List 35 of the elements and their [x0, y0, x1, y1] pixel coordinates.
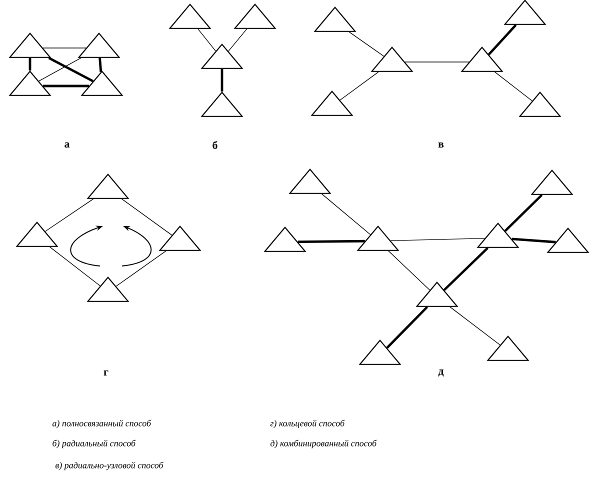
connection-line: [48, 56, 94, 82]
connection-line: [450, 306, 500, 346]
caption-text: б) радиальный способ: [52, 440, 136, 448]
panel-letter: в: [438, 142, 444, 148]
caption-text: а) полносвязанный способ: [52, 420, 152, 428]
connection-line: [386, 306, 428, 349]
connection-line: [494, 72, 532, 102]
connection-line: [504, 194, 543, 232]
connection-line: [298, 240, 365, 244]
connection-line: [50, 246, 100, 286]
panel-letter: д: [438, 370, 444, 376]
connection-line: [322, 194, 371, 235]
connection-line: [348, 32, 384, 57]
caption-text: д) комбинированный способ: [270, 440, 377, 448]
connection-line: [340, 72, 379, 100]
caption-text: в) радиально-узловой способ: [56, 462, 164, 470]
connection-line: [443, 247, 489, 291]
connection-line: [116, 250, 166, 287]
connection-line: [38, 58, 82, 82]
connection-line: [512, 238, 556, 244]
connection-line: [28, 58, 32, 71]
connection-line: [44, 198, 94, 232]
connection-line: [121, 198, 172, 236]
connection-line: [42, 84, 90, 88]
connection-line: [220, 68, 224, 92]
connection-line: [390, 238, 486, 242]
connection-line: [388, 250, 430, 290]
panel-letter: б: [212, 141, 218, 149]
caption-text: г) кольцевой способ: [270, 420, 345, 428]
connection-line: [228, 28, 248, 52]
connection-line: [198, 28, 216, 52]
panel-letter: г: [104, 370, 108, 376]
panel-letter: а: [64, 142, 70, 148]
connection-line: [488, 24, 517, 56]
connection-line: [98, 58, 102, 72]
